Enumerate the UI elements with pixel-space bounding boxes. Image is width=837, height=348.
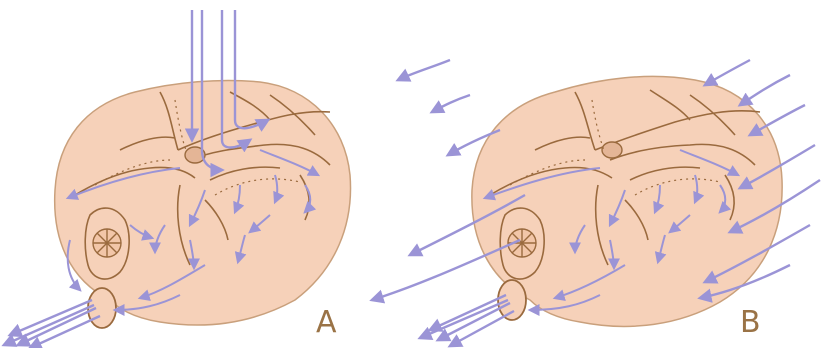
- central-organ-b: [602, 142, 622, 158]
- panel-a: [4, 10, 351, 348]
- siphon-opening-a: [88, 288, 116, 328]
- panel-b: [372, 60, 820, 346]
- siphon-opening-b: [498, 280, 526, 320]
- panel-label-a: A: [316, 308, 337, 338]
- rosette-organ-a: [93, 229, 121, 257]
- outflow-arrows-b: [420, 295, 514, 346]
- panel-label-b: B: [740, 308, 761, 338]
- outflow-arrows-a: [4, 300, 100, 348]
